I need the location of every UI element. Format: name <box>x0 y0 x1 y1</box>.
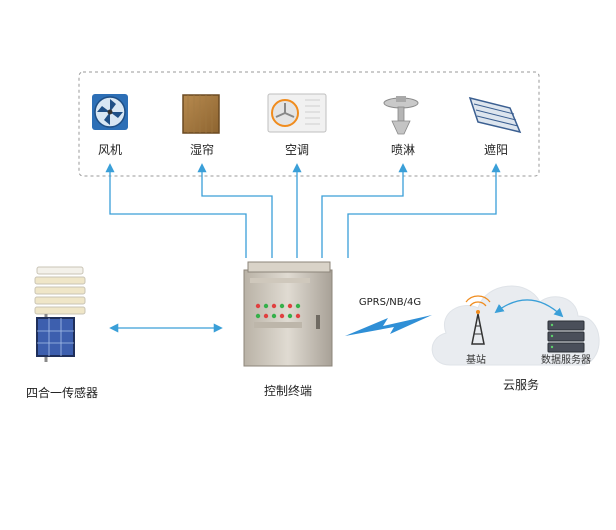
air-conditioner-icon <box>267 93 327 133</box>
device-label-air-conditioner: 空调 <box>284 143 310 157</box>
cloud-label: 云服务 <box>502 378 540 392</box>
sprinkler-icon <box>383 96 419 135</box>
weather-sensor-icon <box>34 266 86 362</box>
controller-label: 控制终端 <box>263 384 313 398</box>
arrow-to-wet-curtain <box>197 163 273 258</box>
arrow-base-server <box>494 299 564 318</box>
server-label: 数据服务器 <box>541 355 591 366</box>
wet-curtain-icon <box>182 94 220 134</box>
shade-awning-icon <box>468 96 522 134</box>
device-group-box <box>78 71 540 177</box>
device-label-fan: 风机 <box>97 143 123 157</box>
device-label-sprinkler: 喷淋 <box>390 143 416 157</box>
link-label: GPRS/NB/4G <box>358 297 422 308</box>
wireless-link-icon <box>345 315 432 336</box>
sensor-label: 四合一传感器 <box>25 386 99 400</box>
fan-icon <box>92 94 128 130</box>
device-label-wet-curtain: 湿帘 <box>189 143 215 157</box>
base-station-label: 基站 <box>466 355 486 366</box>
control-cabinet-icon <box>243 261 333 367</box>
arrow-to-fan <box>105 163 247 258</box>
server-icon <box>547 320 585 353</box>
base-station-icon <box>465 295 491 345</box>
device-label-shade: 遮阳 <box>483 143 509 157</box>
arrow-to-shade <box>347 163 501 258</box>
arrow-to-sprinkler <box>321 163 408 258</box>
